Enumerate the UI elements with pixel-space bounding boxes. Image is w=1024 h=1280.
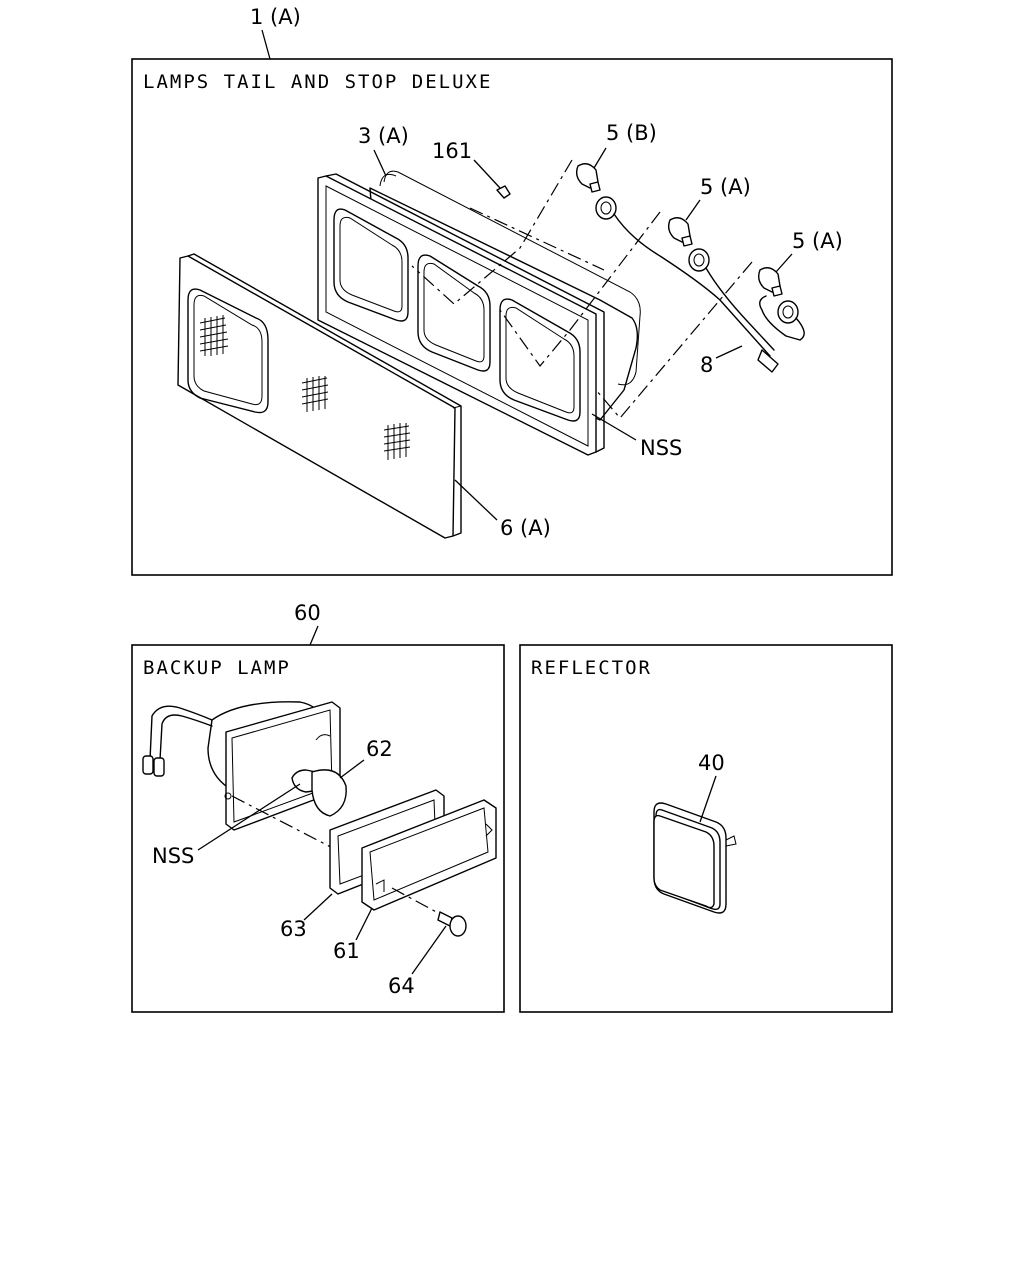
- bulb-icon: [667, 217, 693, 247]
- callout-61: 61: [333, 939, 360, 963]
- lamp-housing-icon: [142, 701, 341, 831]
- leader-1a: [261, 29, 271, 60]
- leader-5b: [593, 147, 607, 169]
- callout-8: 8: [700, 353, 713, 377]
- socket-icon: [777, 300, 799, 324]
- lamp-housing-icon: [317, 170, 641, 456]
- panel-reflector-frame: [519, 644, 893, 1013]
- lens-icon: [361, 799, 497, 911]
- bulb-icon: [757, 267, 783, 297]
- callout-63: 63: [280, 917, 307, 941]
- harness-icon: [613, 213, 805, 373]
- reflector-icon: [653, 802, 737, 914]
- clip-icon: [496, 185, 511, 199]
- leader-3a: [373, 149, 387, 177]
- callout-nss-top: NSS: [640, 436, 682, 460]
- screw-icon: [391, 887, 467, 937]
- callout-40: 40: [698, 751, 725, 775]
- callout-6a: 6 (A): [500, 516, 551, 540]
- leader-61: [355, 907, 373, 941]
- panel-backup-frame: [131, 644, 505, 1013]
- panel-tail-stop: LAMPS TAIL AND STOP DELUXE 1 (A) 6 (A): [131, 5, 893, 576]
- leader-5a-2: [775, 253, 793, 273]
- callout-5a-2: 5 (A): [792, 229, 843, 253]
- callout-nss-backup: NSS: [152, 844, 194, 868]
- callout-5b: 5 (B): [606, 121, 657, 145]
- leader-nss-backup: [197, 783, 301, 851]
- leader-8: [715, 345, 743, 359]
- panel-tail-stop-frame: [131, 58, 893, 576]
- callout-60: 60: [294, 601, 321, 625]
- callout-5a-1: 5 (A): [700, 175, 751, 199]
- leader-6a: [454, 479, 498, 521]
- callout-161: 161: [432, 139, 472, 163]
- callout-62: 62: [366, 737, 393, 761]
- socket-icon: [688, 248, 710, 272]
- panel-backup-title: BACKUP LAMP: [143, 657, 291, 679]
- leader-60: [309, 625, 319, 646]
- panel-reflector-title: REFLECTOR: [531, 657, 652, 679]
- leader-nss-top: [591, 413, 637, 441]
- panel-reflector: REFLECTOR 40: [519, 644, 893, 1013]
- bulb-icon: [291, 769, 347, 817]
- panel-tail-stop-title: LAMPS TAIL AND STOP DELUXE: [143, 71, 492, 93]
- panel-backup: BACKUP LAMP 60 62 NSS: [131, 601, 505, 1013]
- leader-62: [339, 759, 365, 779]
- leader-40: [699, 775, 717, 823]
- leader-63: [303, 893, 333, 921]
- callout-64: 64: [388, 974, 415, 998]
- callout-3a: 3 (A): [358, 124, 409, 148]
- leader-5a-1: [685, 199, 701, 221]
- leader-161: [473, 159, 501, 189]
- callout-1a: 1 (A): [250, 5, 301, 29]
- lens-icon: [177, 253, 462, 539]
- leader-64: [411, 925, 447, 975]
- bulb-icon: [575, 163, 601, 193]
- assembly-centerlines: [411, 159, 753, 419]
- socket-icon: [595, 196, 617, 220]
